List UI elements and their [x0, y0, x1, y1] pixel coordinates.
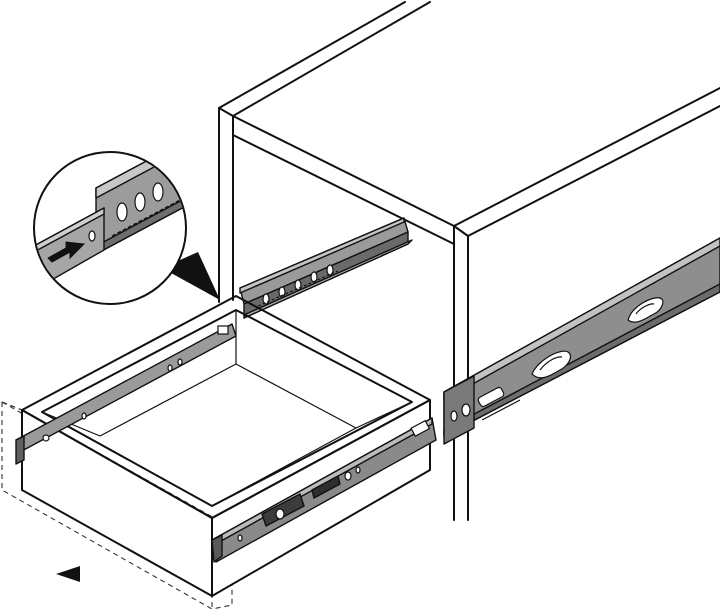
- cabinet-inner-rail: [239, 217, 413, 319]
- right-rail-slot: [531, 350, 572, 379]
- right-rail-slot: [627, 297, 664, 323]
- right-rail-slot-small: [477, 386, 505, 408]
- detail-rail-ticks: [111, 199, 181, 237]
- inner-rail-ticks: [257, 270, 339, 307]
- right-rail-slot-inner: [635, 303, 655, 315]
- cabinet-corner-bevel: [453, 225, 469, 237]
- detail-rail-slot: [134, 192, 146, 212]
- drawer-right-rail: [211, 417, 437, 563]
- right-rail-bracket-hole: [461, 403, 471, 417]
- cabinet-top-front-edge: [232, 115, 455, 245]
- drawer-inner-right-corner: [355, 401, 413, 429]
- right-rail-bracket: [443, 375, 475, 445]
- cabinet-top-back-edge: [218, 1, 406, 109]
- cabinet-top-right-inner-edge: [467, 105, 720, 237]
- drawer-left-rail-hole: [81, 412, 87, 420]
- cabinet-top-inner-edge: [232, 1, 431, 117]
- rail-latch: [311, 475, 341, 499]
- direction-arrow-icon: [56, 566, 80, 582]
- drawer-left-rail: [15, 323, 237, 465]
- drawer-right-rail-hole: [355, 466, 361, 474]
- detail-inner-rail-lip: [35, 207, 105, 253]
- cabinet-right-rail: [443, 237, 720, 445]
- drawer-right-rail-hole: [344, 471, 352, 481]
- detail-rail-slot: [152, 182, 164, 202]
- detail-rail-slot: [116, 202, 128, 222]
- drawer-top-rim: [21, 295, 431, 519]
- drawer-front-face: [21, 409, 213, 597]
- drawer-left-rail-body: [15, 323, 237, 453]
- drawer-right-rail-tab: [410, 419, 431, 437]
- drawer-left-rail-tab: [217, 325, 229, 335]
- inner-rail-hole: [262, 293, 270, 305]
- inner-rail-hole: [326, 264, 334, 276]
- right-rail-slot-inner: [539, 356, 563, 371]
- drawer-inner-bottom: [99, 363, 357, 507]
- drawer-left-rail-hole: [42, 434, 50, 442]
- right-rail-bracket-hole: [450, 410, 458, 422]
- cabinet: [218, 1, 720, 521]
- inner-rail-hole: [294, 279, 302, 291]
- right-rail-bottom-lip: [443, 283, 720, 437]
- cabinet-top-face-edge: [232, 115, 455, 227]
- cabinet-left-top-corner: [218, 107, 234, 117]
- drawer-left-rail-hole: [167, 364, 173, 372]
- detail-inner-rail-hole: [88, 230, 96, 242]
- inner-rail-hole: [310, 271, 318, 283]
- drawer-right-rail-hole: [237, 534, 243, 542]
- drawer-right-rail-end: [211, 534, 223, 563]
- zoom-callout: [33, 151, 220, 305]
- push-arrow-icon: [47, 241, 86, 263]
- cabinet-top-right-edge: [453, 87, 720, 227]
- inner-rail-top-lip: [239, 217, 405, 294]
- right-rail-top-lip: [443, 237, 720, 401]
- drawer-right-rail-hole: [275, 508, 285, 520]
- drawer-left-rail-end: [15, 435, 25, 465]
- drawer-left-rail-hole: [177, 358, 183, 366]
- right-rail-ribs: [481, 389, 521, 421]
